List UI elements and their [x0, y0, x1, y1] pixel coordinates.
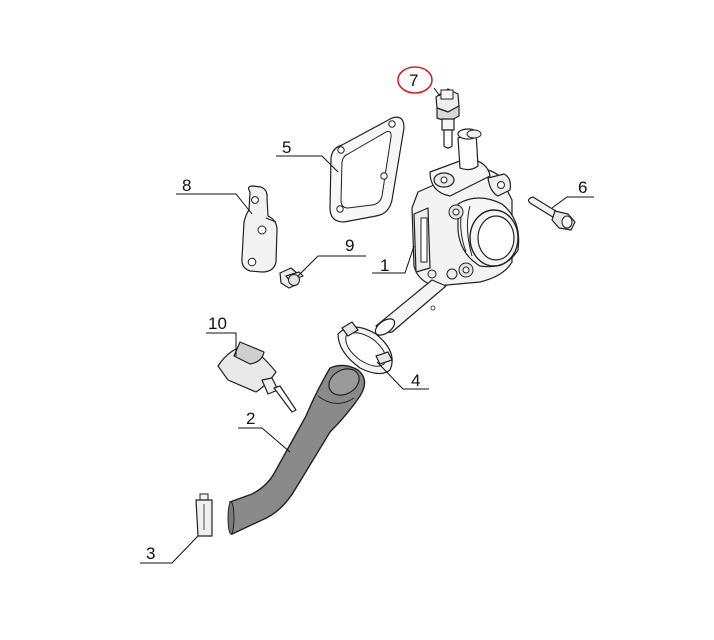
clip-part-3[interactable] — [195, 493, 213, 537]
gasket-part-5[interactable] — [329, 116, 405, 223]
small-bolt-part-9[interactable] — [279, 267, 304, 289]
callout-2[interactable]: 2 — [246, 409, 255, 428]
callout-1[interactable]: 1 — [380, 256, 389, 275]
thermostat-housing-part-1[interactable] — [373, 128, 520, 338]
temperature-sensor-part-7[interactable] — [435, 88, 460, 149]
callout-3[interactable]: 3 — [146, 544, 155, 563]
long-bolt-part-6[interactable] — [527, 196, 576, 231]
callout-6[interactable]: 6 — [578, 178, 587, 197]
callout-7[interactable]: 7 — [409, 71, 418, 90]
highlight-ring-part-7 — [397, 66, 433, 94]
bracket-part-8[interactable] — [241, 185, 278, 273]
hose-clamp-part-4[interactable] — [337, 321, 393, 375]
sealant-tube-part-10[interactable] — [217, 341, 297, 413]
callout-5[interactable]: 5 — [282, 138, 291, 157]
coolant-hose-part-2[interactable] — [227, 364, 366, 536]
callout-8[interactable]: 8 — [182, 176, 191, 195]
callout-4[interactable]: 4 — [411, 371, 420, 390]
leader-lines — [140, 87, 594, 564]
callout-10[interactable]: 10 — [208, 314, 227, 333]
callout-9[interactable]: 9 — [345, 236, 354, 255]
